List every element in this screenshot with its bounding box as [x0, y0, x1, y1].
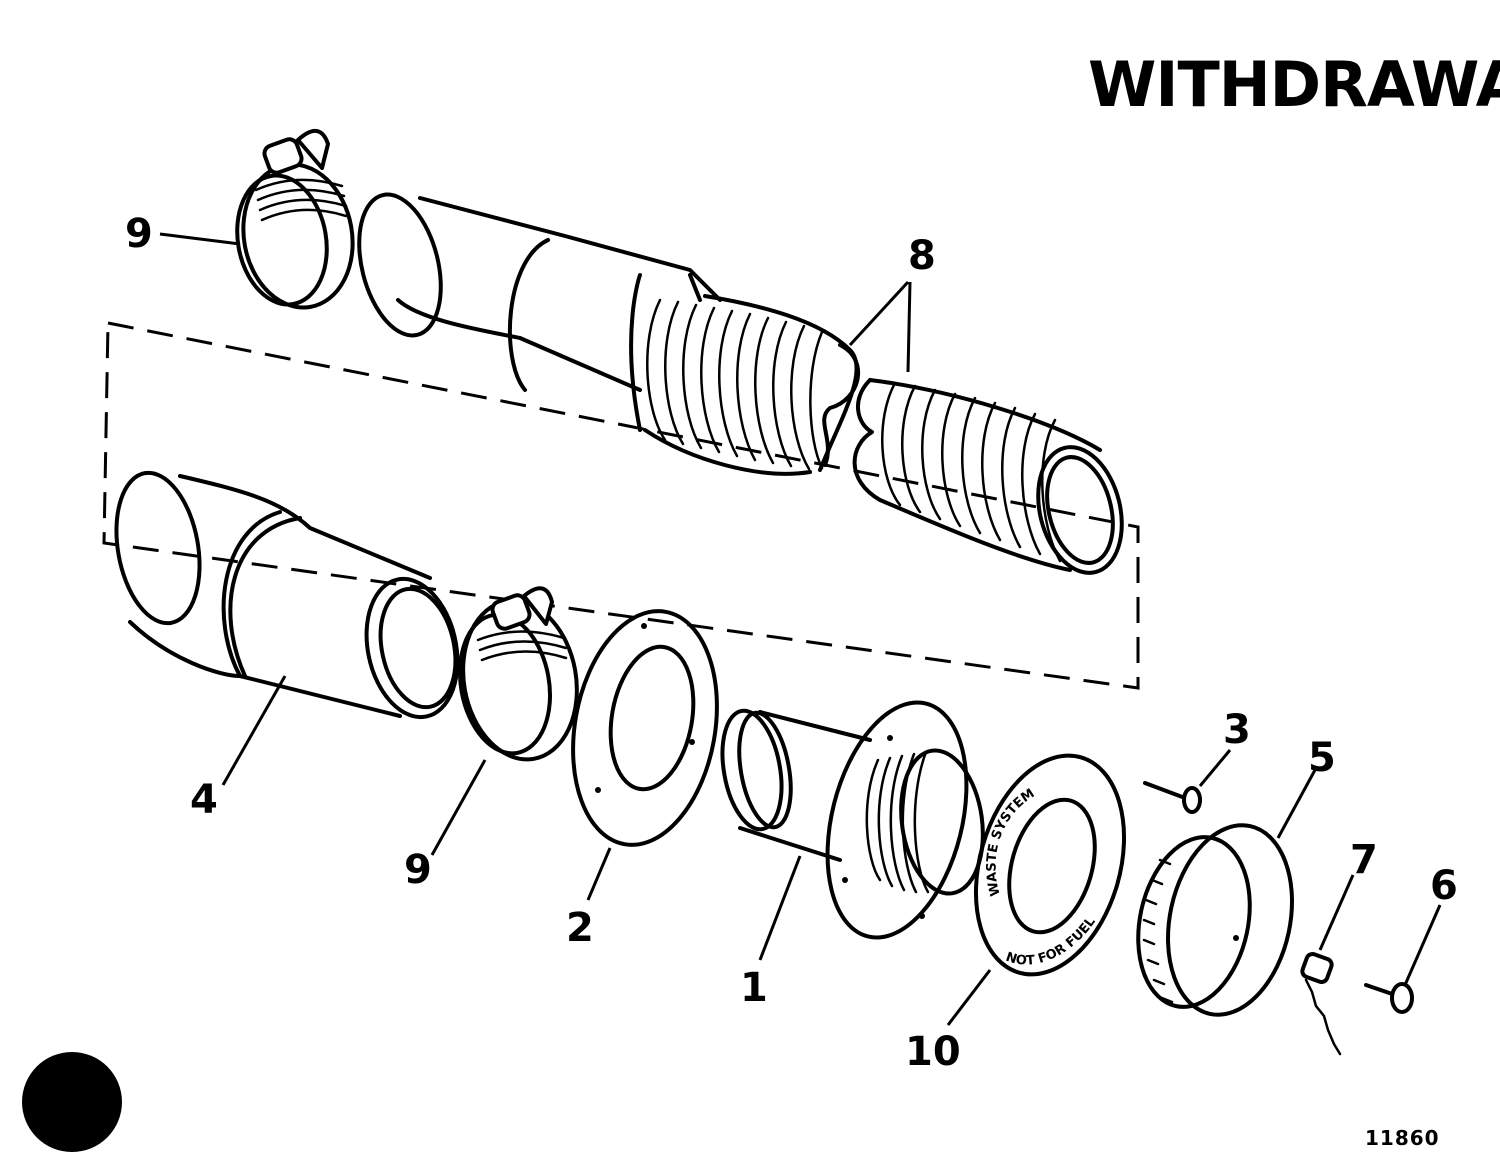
screw: [1143, 781, 1202, 814]
corrugated-hose-a: [643, 294, 860, 476]
hose-clamp-bottom: [457, 586, 579, 762]
figure-number: 11860: [1365, 1126, 1440, 1150]
gasket: [571, 609, 719, 847]
callout-9-top: 9: [125, 211, 153, 257]
callout-5: 5: [1308, 735, 1336, 781]
cap-chain: [1300, 951, 1342, 1056]
assembly-guide-dashed-line: [102, 321, 1140, 690]
callout-9-bottom: 9: [404, 847, 432, 893]
page-title: WITHDRAWAL: [1088, 48, 1500, 121]
waste-system-trim-ring: WASTE SYSTEM NOT FOR FUEL: [973, 753, 1127, 977]
callout-1: 1: [740, 965, 768, 1011]
thru-hull-fitting: [720, 700, 985, 940]
hose-adapter-top: [357, 192, 722, 432]
callout-6: 6: [1430, 863, 1458, 909]
corrugated-hose-b: [852, 378, 1124, 575]
cap-screw: [1364, 982, 1414, 1014]
callout-2: 2: [566, 905, 594, 951]
pipe-fitting: [114, 470, 460, 720]
callout-10: 10: [905, 1029, 961, 1075]
callout-4: 4: [190, 777, 218, 823]
page-marker-dot: [22, 1052, 122, 1152]
callout-8: 8: [908, 233, 936, 279]
callout-3: 3: [1223, 707, 1251, 753]
callout-7: 7: [1350, 837, 1378, 883]
hose-clamp-top: [235, 129, 355, 310]
leader-lines: [159, 232, 1442, 1026]
deck-cap: [1136, 823, 1294, 1017]
